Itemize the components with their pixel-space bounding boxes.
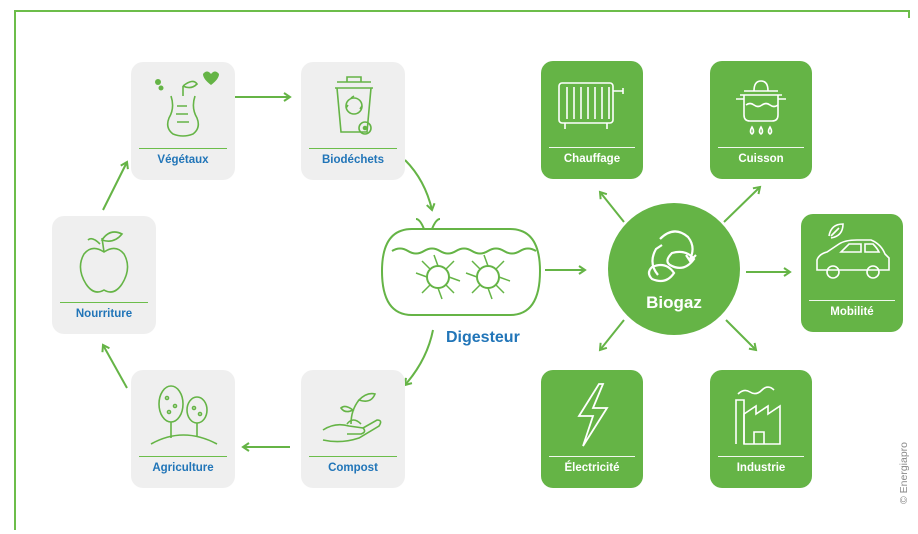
card-industrie: Industrie [710, 370, 812, 488]
compost-bin-icon [335, 76, 373, 135]
card-vegetaux: Végétaux [131, 62, 235, 180]
recycle-leaves-icon [647, 230, 697, 283]
frame-corner [908, 10, 910, 18]
card-electricite: Électricité [541, 370, 643, 488]
card-mobilite: Mobilité [801, 214, 903, 332]
label-mobilite: Mobilité [830, 306, 874, 318]
diagram-frame [14, 10, 910, 530]
apple-core-icon [155, 71, 219, 137]
arrow-biogaz-to-electricite [598, 319, 625, 352]
hand-sprout-icon [322, 392, 382, 443]
label-biodechets: Biodéchets [322, 154, 384, 166]
trees-icon [150, 385, 218, 445]
arrow-digester-to-compost [403, 329, 434, 387]
cooking-pot-icon [736, 80, 786, 135]
card-nourriture: Nourriture [52, 216, 156, 334]
label-chauffage: Chauffage [563, 153, 621, 165]
arrow-nourriture-to-vegetaux [102, 160, 129, 211]
card-chauffage: Chauffage [541, 61, 643, 179]
card-biodechets: Biodéchets [301, 62, 405, 180]
factory-icon [735, 386, 781, 445]
digester-label: Digesteur [446, 329, 520, 346]
label-industrie: Industrie [736, 462, 786, 474]
radiator-icon [558, 82, 624, 129]
lightning-bolt-icon [577, 383, 609, 447]
arrow-biodechets-to-digester [404, 159, 436, 212]
biogaz-circle: Biogaz [608, 203, 740, 335]
label-cuisson: Cuisson [738, 153, 784, 165]
label-compost: Compost [328, 462, 378, 474]
label-electricite: Électricité [564, 462, 620, 474]
card-cuisson: Cuisson [710, 61, 812, 179]
credit-text: © Energiapro [898, 441, 910, 504]
arrow-biogaz-to-chauffage [598, 190, 625, 223]
card-agriculture: Agriculture [131, 370, 235, 488]
label-agriculture: Agriculture [152, 462, 214, 474]
label-nourriture: Nourriture [75, 308, 133, 320]
arrow-biogaz-to-cuisson [723, 185, 762, 223]
copyright-credit: © Energiapro [896, 420, 912, 525]
arrow-agriculture-to-nourriture [101, 343, 128, 389]
apple-icon [79, 231, 129, 293]
electric-car-icon [816, 223, 890, 279]
biogaz-label: Biogaz [646, 293, 702, 312]
arrow-biogaz-to-industrie [725, 319, 758, 352]
digester-tank-icon [380, 218, 542, 316]
card-compost: Compost [301, 370, 405, 488]
label-vegetaux: Végétaux [157, 154, 209, 166]
